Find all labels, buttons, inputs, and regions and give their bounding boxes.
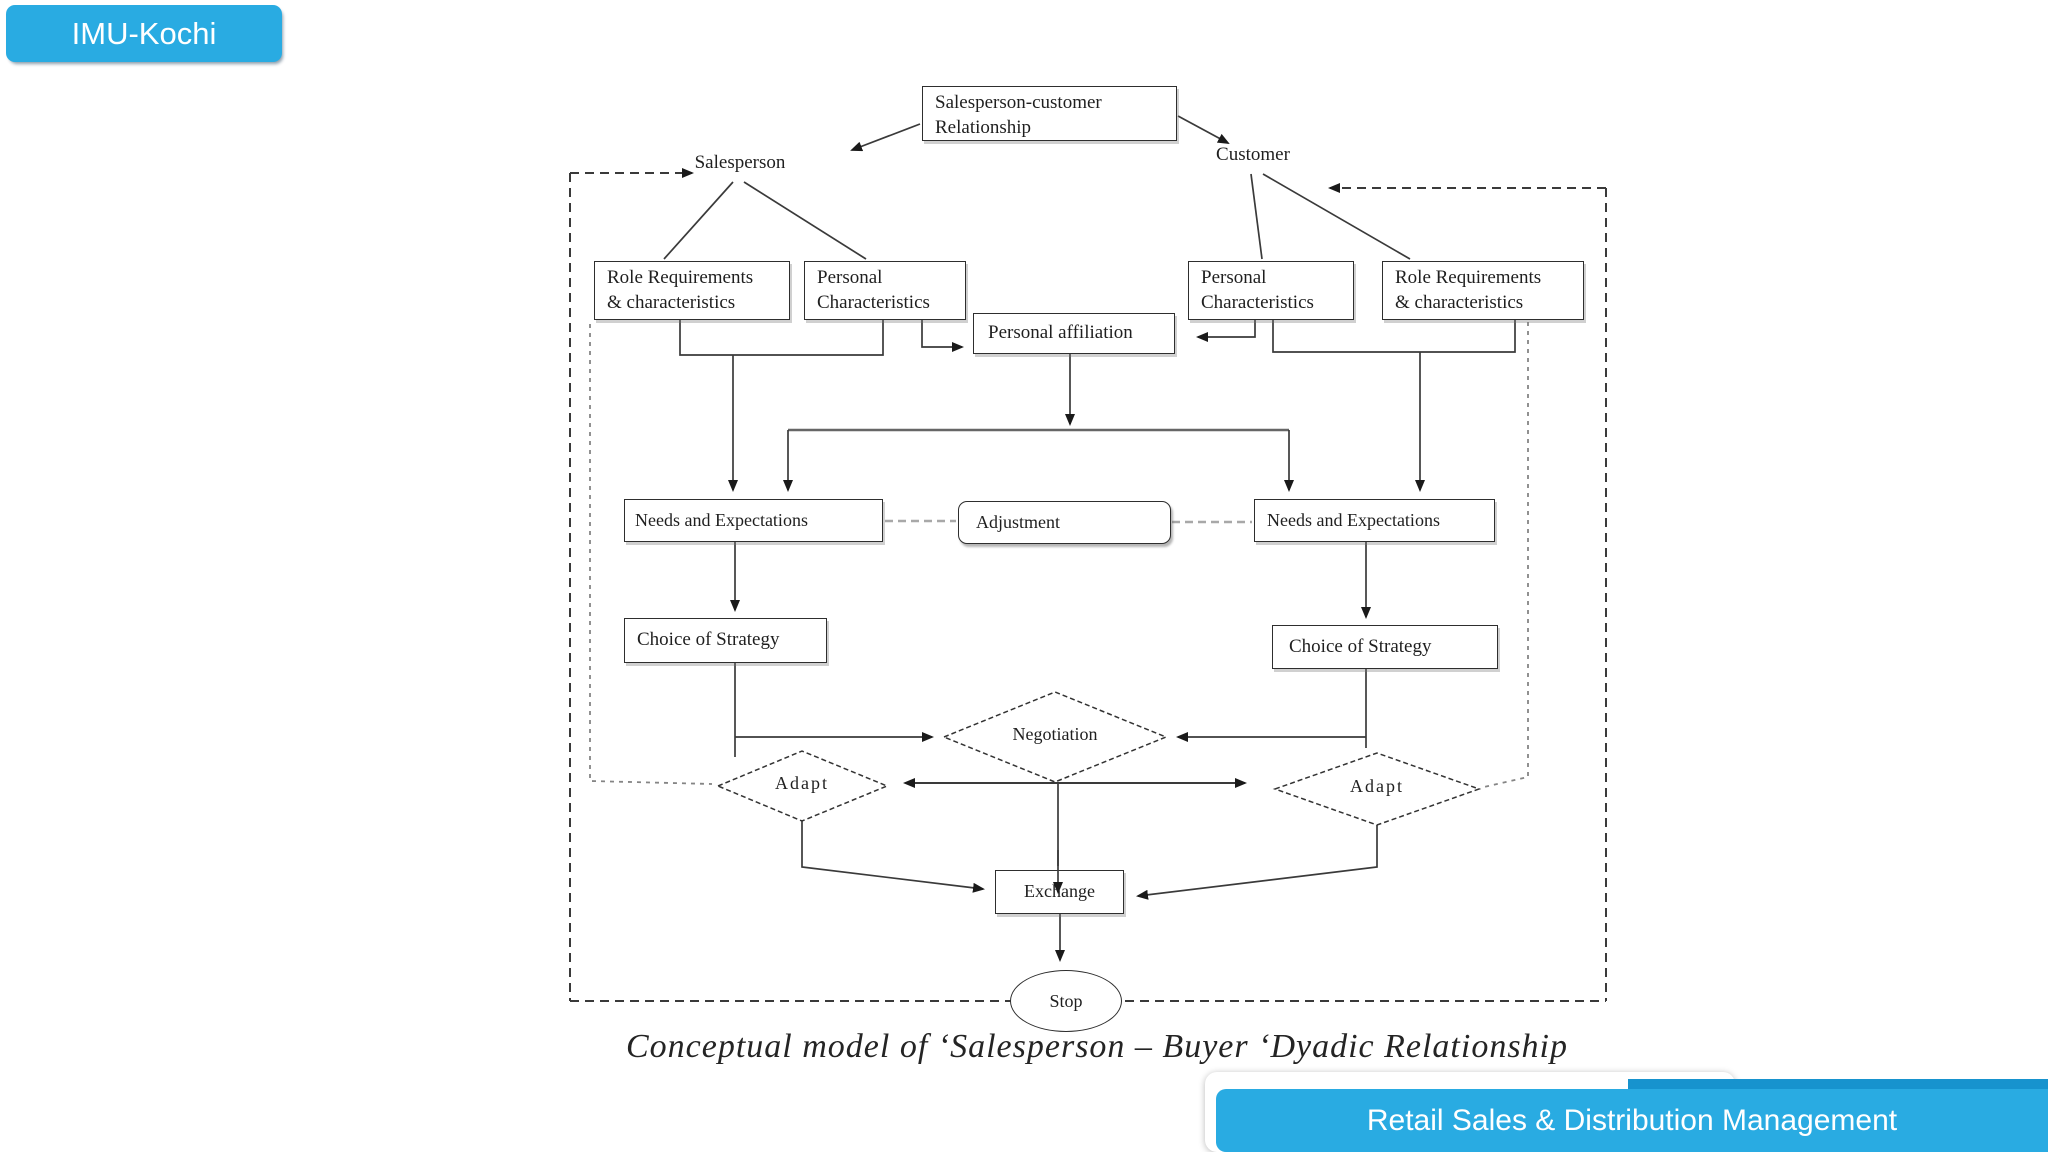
node-choice-of-strategy-right: Choice of Strategy (1272, 625, 1498, 669)
node-text: Characteristics (817, 291, 930, 313)
negotiation-diamond (942, 691, 1168, 783)
solid-connectors (663, 115, 1516, 962)
label-adapt-left: Adapt (775, 773, 829, 793)
label-adapt-right: Adapt (1350, 776, 1404, 796)
node-text: & characteristics (607, 291, 736, 313)
diagram-caption: Conceptual model of ‘Salesperson – Buyer… (626, 1028, 1568, 1065)
label-customer: Customer (1216, 144, 1290, 165)
node-needs-expectations-right: Needs and Expectations (1254, 499, 1495, 542)
node-needs-expectations-left: Needs and Expectations (624, 499, 883, 542)
node-stop: Stop (1010, 970, 1122, 1032)
node-choice-of-strategy-left: Choice of Strategy (624, 618, 827, 663)
node-text: Relationship (935, 116, 1032, 138)
footer-badge: Retail Sales & Distribution Management (1216, 1089, 2048, 1152)
node-text: Salesperson-customer (935, 92, 1102, 113)
node-text: Personal (817, 267, 883, 288)
node-adjustment: Adjustment (958, 501, 1171, 544)
node-text: Role Requirements (607, 267, 754, 288)
node-salesperson-customer-relationship: Salesperson-customer Relationship (922, 86, 1177, 141)
node-role-requirements-left: Role Requirements & characteristics (594, 261, 790, 320)
header-badge: IMU-Kochi (6, 5, 282, 62)
adapt-left-diamond (716, 750, 889, 822)
node-personal-affiliation: Personal affiliation (973, 313, 1175, 354)
label-negotiation: Negotiation (1012, 724, 1098, 744)
node-personal-characteristics-left: Personal Characteristics (804, 261, 966, 320)
adapt-right-diamond (1272, 752, 1482, 826)
node-role-requirements-right: Role Requirements & characteristics (1382, 261, 1584, 320)
node-text: & characteristics (1395, 291, 1524, 313)
node-text: Characteristics (1201, 291, 1314, 313)
node-personal-characteristics-right: Personal Characteristics (1188, 261, 1354, 320)
dashed-adjustment-links (885, 519, 1252, 524)
node-text: Personal (1201, 267, 1267, 288)
node-exchange: Exchange (995, 870, 1124, 914)
node-text: Role Requirements (1395, 267, 1542, 288)
label-salesperson: Salesperson (694, 152, 786, 173)
